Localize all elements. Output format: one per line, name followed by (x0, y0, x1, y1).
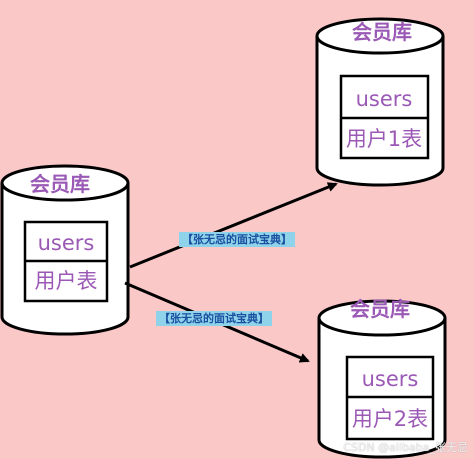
arrow-to-top-right (129, 182, 338, 269)
database-top-right-table-name: users (356, 87, 413, 111)
database-left-table-label: 用户表 (35, 269, 98, 293)
database-left-title: 会员库 (30, 172, 90, 196)
caption-upper: 【张无忌的面试宝典】 (179, 232, 295, 247)
database-top-right-table-label: 用户1表 (346, 127, 422, 151)
database-bottom-right: 会员库 users 用户2表 (317, 297, 447, 459)
database-bottom-right-table-name: users (362, 367, 419, 391)
database-top-right-title: 会员库 (352, 20, 412, 44)
database-left-table-name: users (38, 231, 95, 255)
database-bottom-right-table-label: 用户2表 (352, 407, 428, 431)
database-left: 会员库 users 用户表 (0, 164, 130, 336)
database-top-right: 会员库 users 用户1表 (315, 17, 445, 187)
caption-lower: 【张无忌的面试宝典】 (156, 311, 272, 326)
watermark: CSDN @alibaba_张无忌 (343, 441, 468, 454)
database-bottom-right-title: 会员库 (350, 297, 410, 321)
